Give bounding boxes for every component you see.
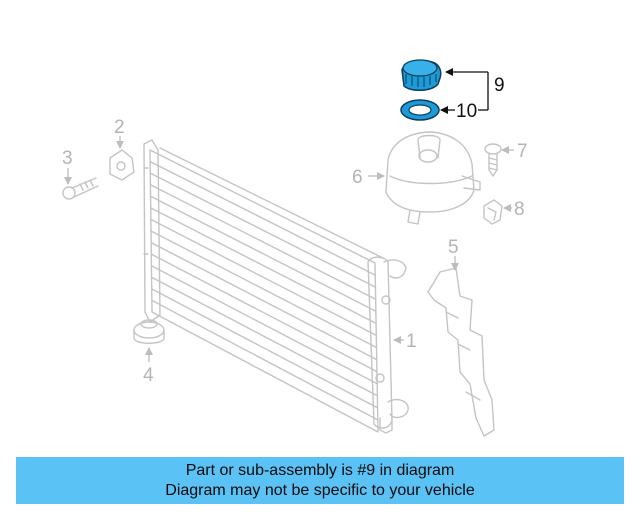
- mount: [133, 319, 165, 344]
- coolant-reservoir: [385, 131, 481, 225]
- radiator-fin: [150, 241, 378, 361]
- callout-5: 5: [448, 237, 459, 258]
- nut-clip: [483, 199, 503, 225]
- radiator-fin: [150, 230, 378, 349]
- bracket: [109, 149, 135, 181]
- parts-diagram: 1 2 3 4 5 6 7 8 9 10: [62, 59, 528, 437]
- reservoir-cap: [401, 59, 442, 91]
- radiator-fin: [149, 172, 377, 288]
- bolt: [62, 177, 99, 200]
- radiator-fin: [150, 276, 379, 397]
- radiator: [143, 139, 409, 434]
- info-banner: Part or sub-assembly is #9 in diagram Di…: [16, 457, 624, 504]
- callout-7: 7: [517, 141, 528, 162]
- radiator-fin: [149, 160, 376, 276]
- radiator-fin: [151, 288, 379, 409]
- callout-4: 4: [143, 365, 154, 386]
- leader-lines: [64, 68, 514, 362]
- callout-1: 1: [406, 331, 417, 352]
- screw: [484, 143, 502, 177]
- radiator-fin: [149, 184, 377, 300]
- callout-6: 6: [352, 167, 363, 188]
- callout-2: 2: [114, 117, 125, 138]
- callout-10: 10: [456, 101, 477, 122]
- radiator-fin: [151, 299, 379, 421]
- callout-3: 3: [62, 148, 73, 169]
- banner-line-1: Part or sub-assembly is #9 in diagram: [185, 461, 455, 479]
- radiator-fin: [149, 195, 377, 312]
- radiator-fin: [150, 207, 377, 325]
- callout-8: 8: [514, 199, 525, 220]
- cap-seal: [400, 99, 440, 121]
- banner-line-2: Diagram may not be specific to your vehi…: [165, 481, 475, 499]
- radiator-fin: [150, 218, 377, 337]
- callout-9: 9: [494, 75, 505, 96]
- radiator-fin: [150, 265, 378, 385]
- air-guide: [427, 267, 495, 437]
- radiator-fin: [150, 253, 378, 373]
